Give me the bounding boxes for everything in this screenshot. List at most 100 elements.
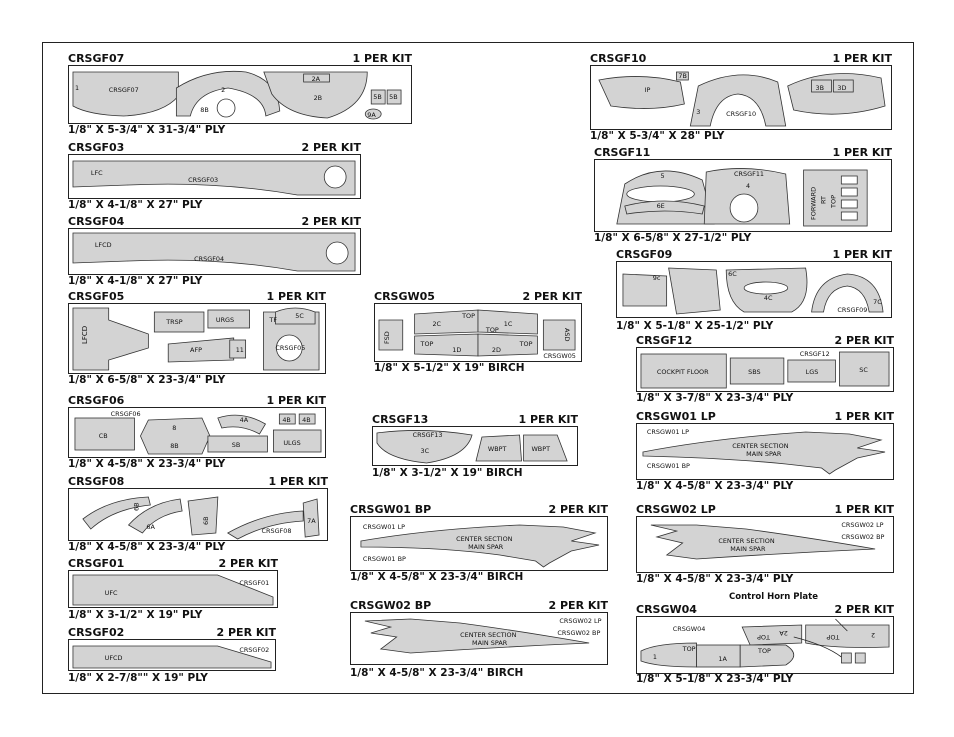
label: CRSGF12 [800,350,830,358]
label: CRSGW01 LP [363,523,405,531]
cut-sheet: FSD 2C TOP 1C TOP ASD TOP 1D 2D TOP CRSG… [374,303,582,362]
label: RT [819,196,827,204]
label: LFC [91,169,103,177]
material-spec: 1/8" X 5-1/2" X 19" BIRCH [374,362,525,374]
cut-sheet: COCKPIT FLOOR SBS CRSGF12 LGS SC [636,347,894,392]
label: 3D [837,84,846,92]
label: 9A [367,111,376,119]
part-quantity: 1 PER KIT [268,475,328,488]
material-spec: 1/8" X 3-1/2" X 19" PLY [68,609,203,621]
label: 2 [871,631,875,639]
label: 9c [653,274,661,282]
part-code: CRSGF02 [68,626,125,639]
material-spec: 1/8" X 5-3/4" X 31-3/4" PLY [68,124,226,136]
part-code: CRSGF09 [616,248,673,261]
label: 4A [240,416,249,424]
label: 8 [172,424,176,432]
material-spec: 1/8" X 4-1/8" X 27" PLY [68,275,203,287]
label: 2A [312,75,321,83]
label: CRSGF09 [837,306,867,314]
label: 1A [718,655,727,663]
label: 11 [236,346,244,354]
cut-sheet: CRSGW01 LP CENTER SECTION MAIN SPAR CRSG… [636,423,894,480]
cut-sheet: UFCD CRSGF02 [68,639,276,671]
parts-sheet [42,42,914,694]
part-code: CRSGF08 [68,475,125,488]
part-code: CRSGF07 [68,52,125,65]
label: TOP [519,340,533,348]
label: CRSGW01 LP [647,428,689,436]
part-quantity: 1 PER KIT [352,52,412,65]
part-code: CRSGF10 [590,52,647,65]
label: 1 [75,84,79,92]
label: 1D [452,346,461,354]
cut-sheet: CRSGF13 3C WBPT WBPT [372,426,578,466]
material-spec: 1/8" X 5-1/8" X 23-3/4" PLY [636,673,794,685]
cut-sheet: CRSGF06 CB 8 8B 4A SB 4B 4B ULGS [68,407,326,458]
label: 7B [678,72,687,80]
label: 4B [302,416,311,424]
label: TOP [829,195,837,209]
label: CRSGF04 [194,255,224,263]
cut-sheet: 1 CRSGF07 2 8B 2B 5B 5B 2A 9A [68,65,412,124]
material-spec: 1/8" X 4-5/8" X 23-3/4" PLY [68,541,226,553]
part-quantity: 1 PER KIT [834,503,894,516]
part-quantity: 2 PER KIT [522,290,582,303]
label: UFC [105,589,118,597]
material-spec: 1/8" X 4-5/8" X 23-3/4" BIRCH [350,571,524,583]
label: 6B [202,516,210,525]
label: 3 [696,108,700,116]
label: CRSGW04 [673,625,706,633]
part-quantity: 1 PER KIT [518,413,578,426]
label: 4 [746,182,750,190]
label: 5B [389,93,398,101]
label: SBS [748,368,760,376]
label: CRSGF07 [109,86,139,94]
material-spec: 1/8" X 3-1/2" X 19" BIRCH [372,467,523,479]
part-quantity: 2 PER KIT [548,503,608,516]
part-quantity: 2 PER KIT [301,215,361,228]
label: 8B [170,442,179,450]
label: MAIN SPAR [746,450,782,458]
part-quantity: 1 PER KIT [266,394,326,407]
material-spec: 1/8" X 4-5/8" X 23-3/4" PLY [636,573,794,585]
label: 2 [221,86,225,94]
part-code: CRSGW01 LP [636,410,716,423]
label: CRSGF08 [262,527,292,535]
part-code: CRSGW04 [636,603,697,616]
label: 2C [432,320,441,328]
label: CRSGW05 [543,352,576,360]
cut-sheet: IP 7B 3B 3D 3 CRSGF10 [590,65,892,130]
cut-sheet: UFC CRSGF01 [68,570,278,608]
cut-sheet: 5 6E CRSGF11 4 FORWARD RT TOP [594,159,892,232]
label: CRSGF05 [275,344,305,352]
label: 4C [764,294,773,302]
material-spec: 1/8" X 4-5/8" X 23-3/4" PLY [636,480,794,492]
label: TOP [826,633,840,641]
callout-label: Control Horn Plate [729,592,818,602]
label: LGS [806,368,819,376]
part-crsgw05: CRSGW05 2 PER KIT FSD 2C TOP 1C TOP ASD T… [374,290,582,374]
label: CRSGW02 LP [559,617,601,625]
part-code: CRSGW05 [374,290,435,303]
material-spec: 1/8" X 6-5/8" X 27-1/2" PLY [594,232,752,244]
part-code: CRSGF13 [372,413,429,426]
label: COCKPIT FLOOR [657,368,709,376]
material-spec: 1/8" X 2-7/8"" X 19" PLY [68,672,208,684]
part-quantity: 2 PER KIT [548,599,608,612]
label: 1C [504,320,513,328]
part-quantity: 1 PER KIT [832,146,892,159]
cut-sheet: CRSGW01 LP CENTER SECTION MAIN SPAR CRSG… [350,516,608,571]
part-code: CRSGF03 [68,141,125,154]
label: CENTER SECTION [732,442,788,450]
label: CRSGW01 BP [647,462,690,470]
label: 7C [873,298,882,306]
